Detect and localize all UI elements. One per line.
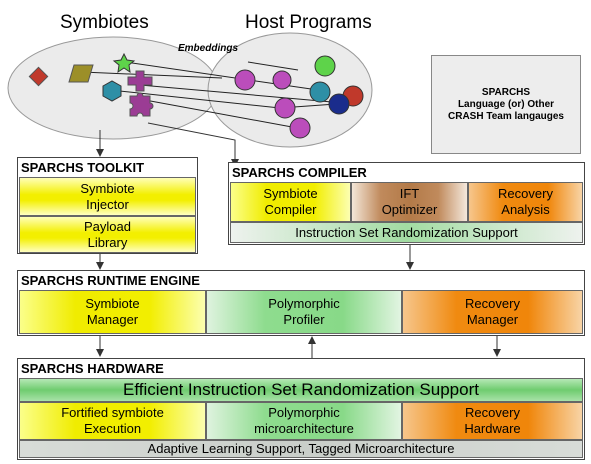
runtime-title: SPARCHS RUNTIME ENGINE	[21, 273, 200, 288]
teal-circle	[309, 81, 331, 103]
host-programs-label: Host Programs	[245, 12, 372, 33]
language-box-line2: Language (or) Other	[457, 98, 555, 110]
star-shape	[112, 52, 136, 74]
hardware-isr-banner: Efficient Instruction Set Randomization …	[19, 378, 583, 402]
cross-shape	[127, 70, 153, 92]
magenta-circle-4	[289, 117, 311, 139]
toolkit-title: SPARCHS TOOLKIT	[21, 160, 145, 175]
hardware-cell3-line1: Recovery	[465, 405, 520, 420]
symbiotes-label: Symbiotes	[60, 12, 149, 33]
hardware-cell1-line1: Fortified symbiote	[61, 405, 164, 420]
magenta-circle-2	[272, 70, 292, 90]
runtime-cell1-line1: Symbiote	[85, 296, 140, 311]
puzzle-shape	[129, 92, 154, 117]
navy-circle	[328, 93, 350, 115]
hexagon-shape	[102, 80, 122, 102]
hardware-cell2-line2: microarchitecture	[254, 421, 354, 436]
compiler-cell3-line2: Analysis	[501, 202, 550, 217]
runtime-cell1-line2: Manager	[86, 312, 139, 327]
compiler-cell2-line1: IFT	[399, 186, 420, 201]
green-circle	[314, 55, 336, 77]
runtime-cell2-line2: Profiler	[283, 312, 325, 327]
hardware-cell2-line1: Polymorphic	[268, 405, 340, 420]
parallelogram-shape	[68, 64, 94, 83]
compiler-isr-support: Instruction Set Randomization Support	[230, 222, 583, 243]
compiler-cell3-line1: Recovery	[498, 186, 553, 201]
toolkit-cell2-line2: Library	[87, 234, 128, 250]
language-box-line1: SPARCHS	[481, 86, 531, 98]
runtime-cell2-line1: Polymorphic	[268, 296, 340, 311]
compiler-title: SPARCHS COMPILER	[232, 165, 367, 180]
toolkit-cell1-line1: Symbiote	[80, 180, 135, 196]
compiler-cell1-line2: Compiler	[264, 202, 317, 217]
hardware-cell1-line2: Execution	[83, 421, 142, 436]
language-box-line3: CRASH Team langauges	[448, 110, 564, 122]
arrow-to-compiler	[147, 122, 239, 167]
magenta-circle-1	[234, 69, 256, 91]
runtime-cell3-line1: Recovery	[465, 296, 520, 311]
magenta-circle-3	[274, 97, 296, 119]
toolkit-cell1-line2: Injector	[86, 196, 129, 212]
toolkit-cell2-line1: Payload	[84, 218, 131, 234]
hardware-title: SPARCHS HARDWARE	[21, 361, 164, 376]
compiler-cell1-line1: Symbiote	[263, 186, 318, 201]
embeddings-label: Embeddings	[178, 43, 239, 54]
language-box: SPARCHS Language (or) Other CRASH Team l…	[431, 55, 581, 154]
hardware-cell3-line2: Hardware	[464, 421, 521, 436]
hardware-adaptive-learning: Adaptive Learning Support, Tagged Microa…	[19, 440, 583, 458]
diamond-shape	[28, 66, 49, 87]
runtime-cell3-line2: Manager	[466, 312, 519, 327]
compiler-cell2-line2: Optimizer	[381, 202, 438, 217]
